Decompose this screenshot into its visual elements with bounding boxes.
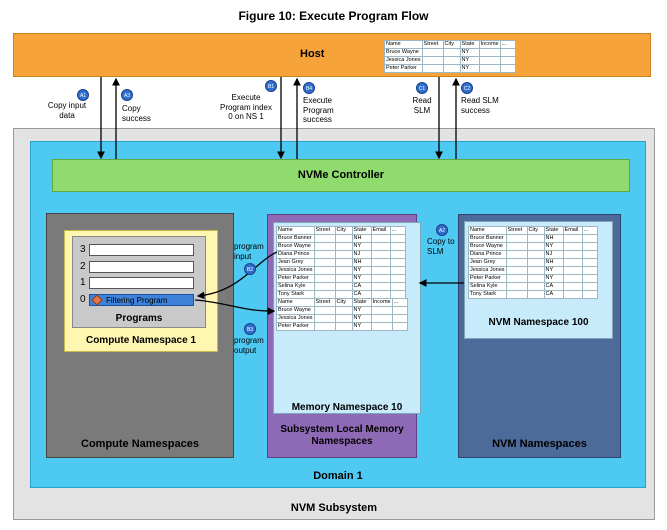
- badge-a2: A2: [436, 224, 448, 236]
- label-c1: Read SLM: [405, 96, 439, 115]
- filter-program-label: Filtering Program: [106, 296, 168, 305]
- label-b3-line2: output: [234, 345, 257, 355]
- slot-number-3: 3: [80, 244, 86, 255]
- badge-c2: C2: [461, 82, 473, 94]
- label-a3: Copy success: [122, 104, 172, 123]
- label-c2: Read SLM success: [461, 96, 521, 115]
- table-cell: [499, 64, 516, 73]
- label-b4-line2: Program: [303, 105, 334, 115]
- nvm-namespaces-label: NVM Namespaces: [492, 438, 587, 450]
- nvme-controller-label: NVMe Controller: [297, 169, 385, 181]
- badge-a1: A1: [77, 89, 89, 101]
- table-cell: [391, 322, 408, 331]
- label-b1-line1: Execute: [231, 93, 261, 102]
- slm-namespaces-label-line1: Subsystem Local Memory: [280, 424, 404, 435]
- badge-b3: B3: [244, 323, 256, 335]
- label-b1-line2: Program index: [219, 102, 273, 112]
- program-slot-0: Filtering Program: [89, 294, 194, 306]
- memory-namespace-10-label: Memory Namespace 10: [291, 402, 403, 413]
- slot-number-1: 1: [80, 277, 86, 288]
- table-cell: [581, 290, 598, 299]
- programs-label: Programs: [115, 313, 163, 324]
- label-b1: Execute Program index 0 on NS 1: [214, 93, 278, 122]
- slot-number-2: 2: [80, 261, 86, 272]
- label-c1-line2: SLM: [413, 105, 431, 115]
- label-a1-line2: data: [59, 110, 75, 120]
- slm-namespaces-label-line2: Namespaces: [311, 436, 373, 447]
- nvm-namespace-100-label: NVM Namespace 100: [488, 317, 589, 328]
- label-c2-line1: Read SLM: [461, 96, 499, 105]
- arrow-b3: [194, 299, 276, 316]
- label-b4-line1: Execute: [303, 96, 332, 105]
- nvm-subsystem-label: NVM Subsystem: [290, 502, 378, 514]
- label-b2-line1: program: [234, 242, 264, 251]
- table-cell: [478, 64, 501, 73]
- badge-b4: B4: [303, 82, 315, 94]
- label-a1-line1: Copy input: [47, 101, 87, 110]
- label-a3-line2: success: [122, 113, 151, 123]
- label-b2: program input: [234, 242, 274, 261]
- table-cell: [370, 322, 393, 331]
- badge-b2: B2: [244, 263, 256, 275]
- label-b3-line1: program: [234, 336, 264, 345]
- program-slot-1: [89, 277, 194, 289]
- host-label: Host: [300, 48, 325, 60]
- label-b2-line2: input: [234, 251, 252, 261]
- slot-number-0: 0: [80, 294, 86, 305]
- badge-b1: B1: [265, 80, 277, 92]
- nvme-controller-box: [52, 159, 630, 192]
- label-a3-line1: Copy: [122, 104, 141, 113]
- label-a1: Copy input data: [42, 101, 92, 120]
- badge-a3: A3: [121, 89, 133, 101]
- label-a2-line1: Copy to: [427, 237, 455, 246]
- arrow-b2: [196, 251, 278, 300]
- label-b4-line3: success: [303, 115, 332, 124]
- compute-namespaces-label: Compute Namespaces: [81, 438, 199, 450]
- program-slot-3: [89, 244, 194, 256]
- host-box: [13, 33, 651, 77]
- label-c2-line2: success: [461, 105, 490, 115]
- slm-namespaces-label: Subsystem Local Memory Namespaces: [267, 424, 417, 448]
- compute-namespace-1-label: Compute Namespace 1: [85, 335, 197, 346]
- program-slot-2: [89, 261, 194, 273]
- label-c1-line1: Read: [412, 96, 432, 105]
- label-b3: program output: [234, 336, 274, 355]
- label-a2: Copy to SLM: [427, 237, 467, 256]
- domain-label: Domain 1: [313, 470, 363, 482]
- label-b4: Execute Program success: [303, 96, 353, 125]
- label-b1-line3: 0 on NS 1: [228, 112, 264, 121]
- badge-c1: C1: [416, 82, 428, 94]
- label-a2-line2: SLM: [427, 246, 444, 256]
- figure-title: Figure 10: Execute Program Flow: [238, 9, 429, 23]
